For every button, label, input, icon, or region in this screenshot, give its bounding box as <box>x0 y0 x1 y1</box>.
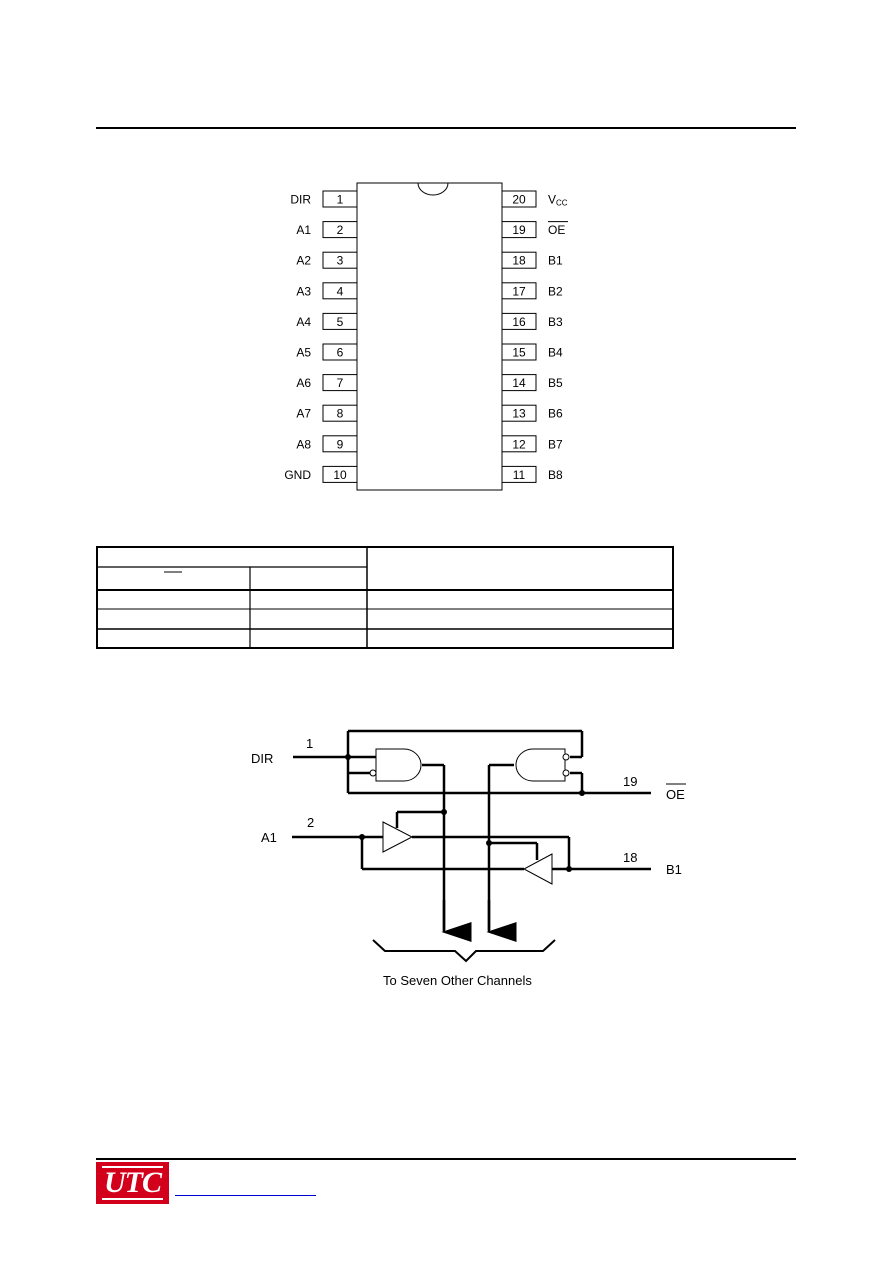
inverter-bubble <box>562 769 570 777</box>
pin-number: 8 <box>337 407 344 421</box>
pin-name: A2 <box>296 254 311 268</box>
footer-link-underline[interactable] <box>175 1195 316 1196</box>
header-rule <box>96 127 796 129</box>
pin-name: B1 <box>548 254 563 268</box>
pin-number: 10 <box>333 468 347 482</box>
pin-name: A1 <box>296 223 311 237</box>
pin-name: B3 <box>548 315 563 329</box>
pin-number: 17 <box>512 284 526 298</box>
pin-number: 20 <box>512 193 526 207</box>
nand-gate-right <box>515 748 566 782</box>
pin-8: 8 A7 <box>296 404 358 422</box>
utc-logo: UTC <box>96 1162 169 1204</box>
pin-name: A4 <box>296 315 311 329</box>
pin-number: 12 <box>512 437 526 451</box>
buffer-b-to-a <box>522 853 553 885</box>
pin-name: OE <box>548 223 565 237</box>
pin-9: 9 A8 <box>296 435 358 453</box>
logic-diagram: DIR 1 19 OE A1 2 18 B1 To Seven Other Ch… <box>251 729 686 988</box>
pin-name: DIR <box>290 193 311 207</box>
ic-package-body <box>356 182 503 491</box>
nand-gate-left <box>375 748 422 782</box>
pin-number: 18 <box>512 254 526 268</box>
pin-1: 1 DIR <box>290 190 358 208</box>
pin-configuration-diagram: 1 DIR 2 A1 3 A2 4 A3 5 A4 6 A5 7 A6 8 A7 9 A8 10 GND 20 VCC 1… <box>284 182 568 491</box>
pin-14: 14 B5 <box>501 374 563 392</box>
pin-number: 2 <box>337 223 344 237</box>
pin-number: 14 <box>512 376 526 390</box>
buffer-a-to-b <box>382 821 414 853</box>
pin-6: 6 A5 <box>296 343 358 361</box>
pin-number: 11 <box>513 468 526 482</box>
utc-logo-text: UTC <box>102 1166 163 1200</box>
pin-2: 2 A1 <box>296 221 358 239</box>
oe-label: OE <box>666 787 685 802</box>
pin-15: 15 B4 <box>501 343 563 361</box>
inverter-bubble <box>562 753 570 761</box>
pin-11: 11 B8 <box>501 465 563 483</box>
pin-number: 13 <box>512 407 526 421</box>
pin-number: 4 <box>337 284 344 298</box>
pin-number: 6 <box>337 346 344 360</box>
pin-name: A7 <box>296 407 311 421</box>
pin-name: GND <box>284 468 311 482</box>
a1-pin-number: 2 <box>307 815 314 830</box>
pin-18: 18 B1 <box>501 251 563 269</box>
pin-3: 3 A2 <box>296 251 358 269</box>
pin-17: 17 B2 <box>501 282 563 300</box>
pin-number: 19 <box>512 223 526 237</box>
logic-caption: To Seven Other Channels <box>383 973 532 988</box>
pin-number: 15 <box>512 346 526 360</box>
pin-name: B8 <box>548 468 563 482</box>
pin-12: 12 B7 <box>501 435 563 453</box>
pin-name: A8 <box>296 437 311 451</box>
oe-pin-number: 19 <box>623 774 637 789</box>
pin-number: 9 <box>337 437 344 451</box>
pin-name: B5 <box>548 376 563 390</box>
dir-pin-number: 1 <box>306 736 313 751</box>
pin-16: 16 B3 <box>501 312 563 330</box>
pin-name: B2 <box>548 284 563 298</box>
b1-label: B1 <box>666 862 682 877</box>
pin-20: 20 VCC <box>501 190 568 208</box>
b1-pin-number: 18 <box>623 850 637 865</box>
pin-name: B6 <box>548 407 563 421</box>
pin-name: A3 <box>296 284 311 298</box>
pin-number: 16 <box>512 315 526 329</box>
a1-label: A1 <box>261 830 277 845</box>
inverter-bubble <box>369 769 377 777</box>
pin-name: A5 <box>296 346 311 360</box>
pin-number: 7 <box>337 376 344 390</box>
function-table <box>96 546 674 649</box>
pin-7: 7 A6 <box>296 374 358 392</box>
pin-number: 5 <box>337 315 344 329</box>
pin-number: 1 <box>337 193 344 207</box>
pin-number: 3 <box>337 254 344 268</box>
pin-13: 13 B6 <box>501 404 563 422</box>
pin-5: 5 A4 <box>296 312 358 330</box>
pin-name: B7 <box>548 437 563 451</box>
footer-rule <box>96 1158 796 1160</box>
pin1-notch <box>417 182 449 196</box>
pin-4: 4 A3 <box>296 282 358 300</box>
pin-10: 10 GND <box>284 465 358 483</box>
pin-name: B4 <box>548 346 563 360</box>
pin-name: VCC <box>548 193 568 208</box>
pin-19: 19 OE <box>501 221 568 239</box>
pin-name: A6 <box>296 376 311 390</box>
dir-label: DIR <box>251 751 273 766</box>
